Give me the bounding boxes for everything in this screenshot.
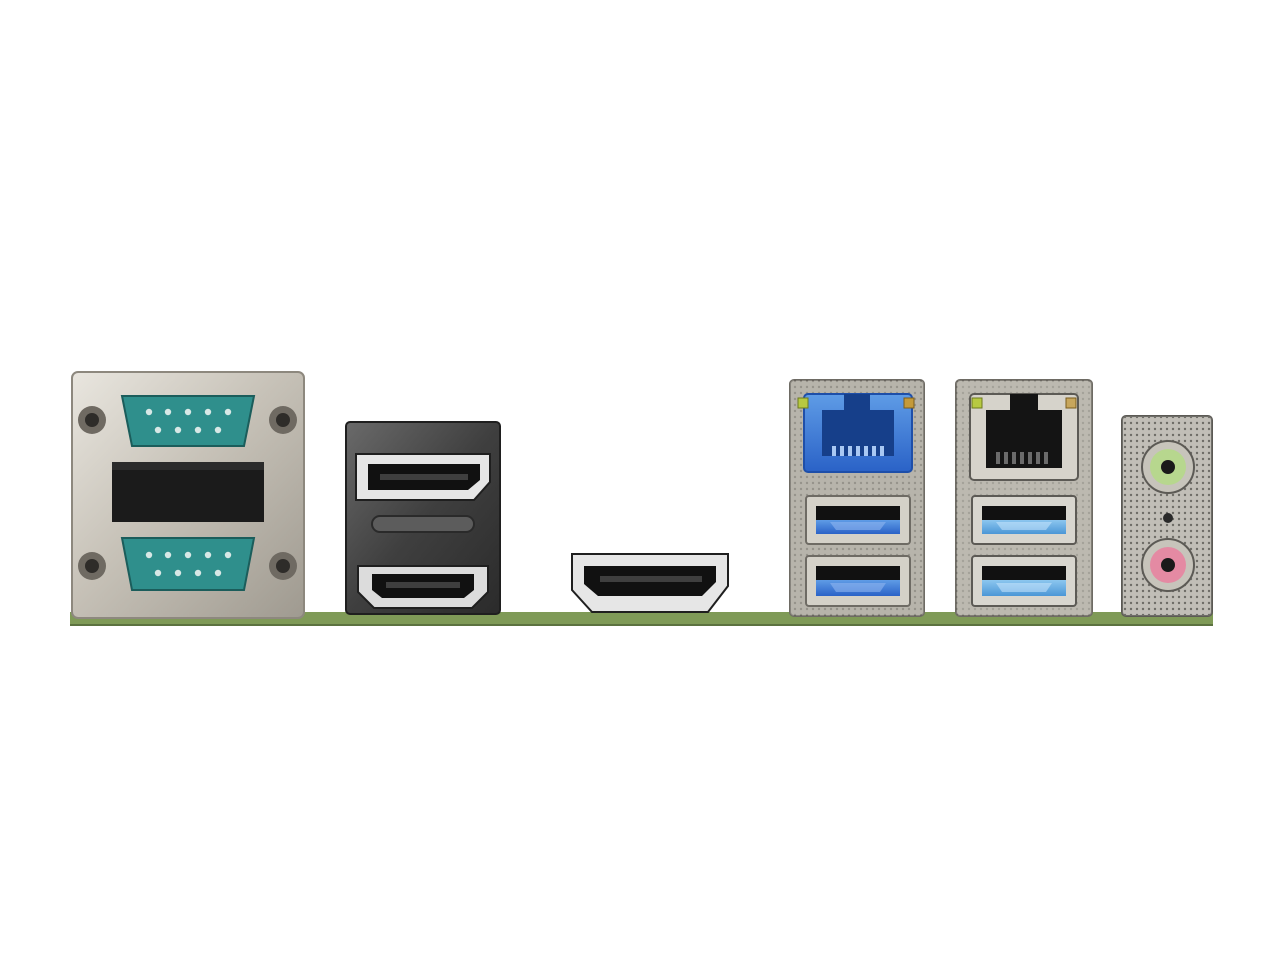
- audio-mic[interactable]: [1141, 538, 1195, 592]
- led-green-icon: [971, 397, 983, 409]
- led-green-icon: [797, 397, 809, 409]
- led-orange-icon: [903, 397, 915, 409]
- usb-silver-top[interactable]: [971, 495, 1077, 545]
- serial-com-port-top[interactable]: [78, 395, 297, 447]
- display-ports-block: [345, 421, 501, 615]
- pcb-strip: [70, 612, 1213, 626]
- led-amber-icon: [1065, 397, 1077, 409]
- serial-com-port-bottom[interactable]: [78, 537, 297, 591]
- audio-line-in[interactable]: [1141, 440, 1195, 494]
- audio-jacks-block: [1121, 415, 1213, 617]
- rj45-blue[interactable]: [797, 393, 915, 473]
- displayport-bottom[interactable]: [571, 553, 729, 613]
- usb-blue-bottom[interactable]: [805, 555, 911, 607]
- usb-silver-bottom[interactable]: [971, 555, 1077, 607]
- blue-lan-usb-block: [789, 379, 925, 617]
- displayport-top[interactable]: [355, 453, 491, 501]
- silver-lan-usb-block: [955, 379, 1093, 617]
- hdmi-port[interactable]: [357, 565, 489, 609]
- divider-screw-icon: [1163, 513, 1173, 523]
- usb-blue-top[interactable]: [805, 495, 911, 545]
- serial-ports-block: [71, 371, 305, 619]
- rj45-silver[interactable]: [969, 393, 1079, 481]
